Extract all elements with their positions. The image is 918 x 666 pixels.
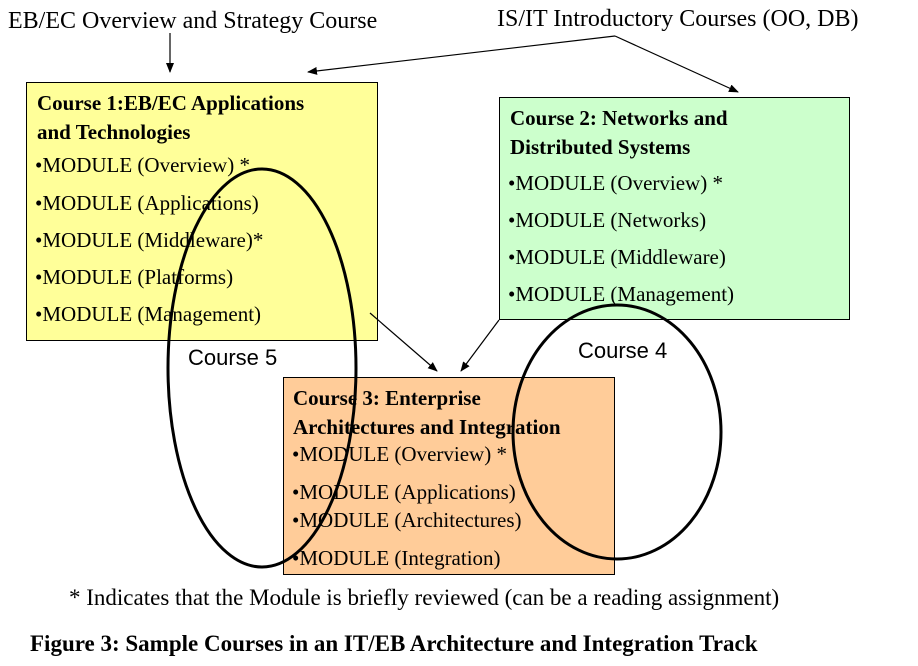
course3-module-4: •MODULE (Integration) <box>292 546 501 570</box>
course2-module-1: •MODULE (Overview) * <box>508 171 723 195</box>
course1-module-3: •MODULE (Middleware)* <box>35 228 264 252</box>
course1-title-line1: Course 1:EB/EC Applications <box>37 91 305 115</box>
course4-oval-label: Course 4 <box>578 338 668 363</box>
course1-module-1: •MODULE (Overview) * <box>35 153 250 177</box>
course2-title-line1: Course 2: Networks and <box>510 106 728 130</box>
course1-title-line2: and Technologies <box>37 120 191 144</box>
overview-course-label: EB/EC Overview and Strategy Course <box>8 8 378 34</box>
course2-box: Course 2: Networks and Distributed Syste… <box>499 97 850 320</box>
course5-oval-label: Course 5 <box>188 345 278 370</box>
arrow-course1-to-course3 <box>369 312 438 372</box>
course3-module-1: •MODULE (Overview) * <box>292 442 507 466</box>
arrow-intro-to-course2 <box>614 35 739 93</box>
footnote: * Indicates that the Module is briefly r… <box>69 585 780 610</box>
course2-title-line2: Distributed Systems <box>510 135 691 159</box>
course2-module-4: •MODULE (Management) <box>508 282 735 306</box>
figure-caption: Figure 3: Sample Courses in an IT/EB Arc… <box>30 631 758 656</box>
course1-module-4: •MODULE (Platforms) <box>35 265 234 289</box>
course3-title-line2: Architectures and Integration <box>293 415 561 439</box>
course2-module-3: •MODULE (Middleware) <box>508 245 726 269</box>
course2-module-2: •MODULE (Networks) <box>508 208 707 232</box>
arrow-intro-to-course1 <box>307 35 616 75</box>
course3-module-3: •MODULE (Architectures) <box>292 508 522 532</box>
arrow-course2-to-course3 <box>460 319 500 372</box>
intro-courses-label: IS/IT Introductory Courses (OO, DB) <box>497 6 859 32</box>
course1-module-2: •MODULE (Applications) <box>35 191 259 215</box>
course1-box: Course 1:EB/EC Applications and Technolo… <box>26 82 378 341</box>
course3-title-line1: Course 3: Enterprise <box>293 386 481 410</box>
course1-module-5: •MODULE (Management) <box>35 302 262 326</box>
course3-box: Course 3: Enterprise Architectures and I… <box>283 377 615 575</box>
course3-module-2: •MODULE (Applications) <box>292 480 516 504</box>
